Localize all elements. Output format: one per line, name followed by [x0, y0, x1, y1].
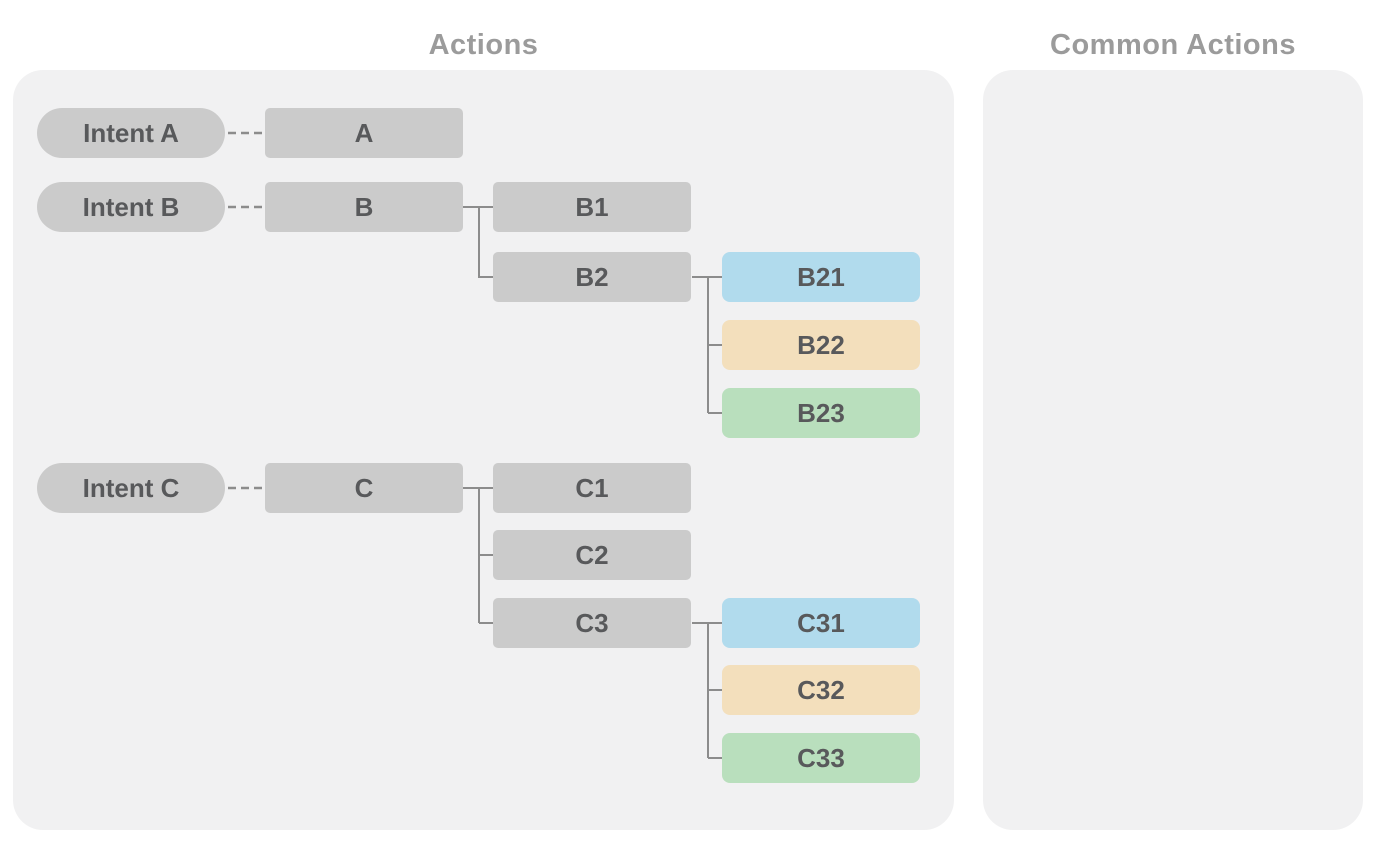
action-c3-node: C3	[493, 598, 691, 648]
actions-title: Actions	[428, 29, 539, 61]
intent-a-pill: Intent A	[37, 108, 225, 158]
action-c2-node: C2	[493, 530, 691, 580]
common-actions-title: Common Actions	[1050, 29, 1296, 61]
action-b2-node: B2	[493, 252, 691, 302]
action-c-node: C	[265, 463, 463, 513]
action-b22-node: B22	[722, 320, 920, 370]
action-b23-node: B23	[722, 388, 920, 438]
action-c31-node: C31	[722, 598, 920, 648]
action-a-node: A	[265, 108, 463, 158]
intent-c-pill: Intent C	[37, 463, 225, 513]
intent-b-pill: Intent B	[37, 182, 225, 232]
action-c1-node: C1	[493, 463, 691, 513]
action-b-node: B	[265, 182, 463, 232]
action-c32-node: C32	[722, 665, 920, 715]
common-actions-panel	[983, 70, 1363, 830]
action-b21-node: B21	[722, 252, 920, 302]
action-b1-node: B1	[493, 182, 691, 232]
action-c33-node: C33	[722, 733, 920, 783]
